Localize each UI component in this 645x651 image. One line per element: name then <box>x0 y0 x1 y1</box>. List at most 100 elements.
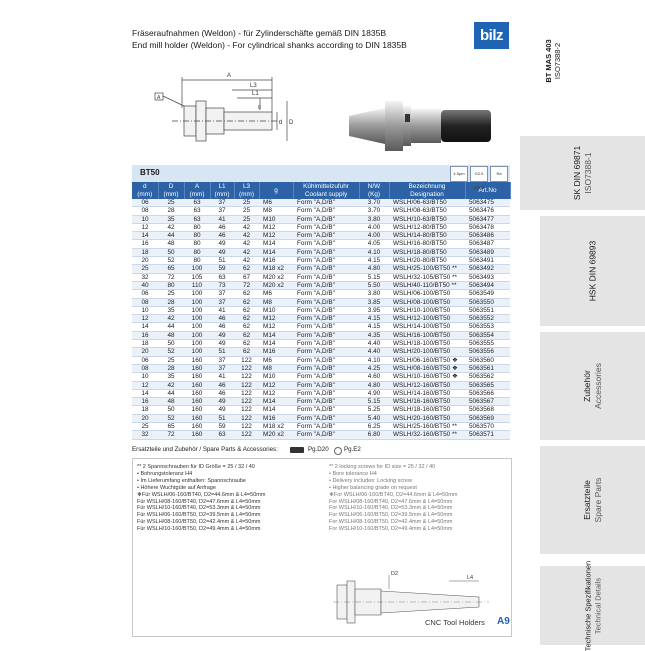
table-cell: M14 <box>259 397 293 407</box>
table-cell: WSLH/16-80/BT50 <box>389 239 465 249</box>
table-cell: 73 <box>210 281 234 291</box>
table-cell: 5063552 <box>465 314 510 324</box>
table-cell: 5063487 <box>465 239 510 249</box>
table-cell: 49 <box>210 248 234 258</box>
table-cell: Form "A,D/B" <box>293 206 359 216</box>
table-cell: 35 <box>158 215 184 224</box>
note-line: For WSLH/08-160/BT40, D2=47.6mm & L4=50m… <box>329 498 453 505</box>
table-cell: 122 <box>234 381 259 390</box>
table-cell: 72 <box>234 281 259 291</box>
table-cell: M10 <box>259 215 293 224</box>
table-cell: WSLH/12-100/BT50 <box>389 314 465 324</box>
table-cell: 5063551 <box>465 306 510 316</box>
table-cell: 5063492 <box>465 264 510 274</box>
table-cell: 72 <box>158 430 184 440</box>
table-cell: WSLH/06-160/BT50 ❖ <box>389 356 465 365</box>
tolerance-icon: 4.5µm <box>450 166 468 182</box>
table-cell: 6.25 <box>359 422 389 432</box>
table-cell: 5063566 <box>465 389 510 399</box>
note-line: • Bohrungstoleranz H4 <box>137 470 193 477</box>
table-cell: 42 <box>234 256 259 266</box>
note-line: ** 2 Spannschrauben für ID Größe = 25 / … <box>137 464 255 470</box>
table-cell: 20 <box>132 256 158 266</box>
table-cell: 4.40 <box>359 347 389 357</box>
table-cell: M10 <box>259 306 293 316</box>
standard-top-line1: BT MAS 403 <box>544 39 553 83</box>
table-cell: 62 <box>234 347 259 357</box>
table-cell: 35 <box>158 372 184 382</box>
side-tab-sk-line1: SK DIN 69871 <box>571 145 582 201</box>
table-cell: WSLH/40-110/BT50 ** <box>389 281 465 291</box>
accessory-link-1[interactable]: Pg.D20 <box>308 446 329 453</box>
table-cell: 5063489 <box>465 248 510 258</box>
table-cell: 5063477 <box>465 215 510 224</box>
table-cell: 20 <box>132 414 158 424</box>
table-cell: 63 <box>210 273 234 282</box>
table-cell: 5063486 <box>465 231 510 241</box>
table-cell: Form "A,D/B" <box>293 414 359 424</box>
table-cell: 14 <box>132 389 158 399</box>
table-cell: 62 <box>234 289 259 299</box>
note-line: For WSLH/10-160/BT50, D2=49.4mm & L4=50m… <box>329 526 453 533</box>
table-cell: 46 <box>210 322 234 332</box>
table-cell: 59 <box>210 264 234 274</box>
table-cell: WSLH/06-63/BT50 <box>389 199 465 208</box>
dim-label-L1: L1 <box>252 91 259 97</box>
table-cell: 25 <box>132 422 158 432</box>
accessory-link-2[interactable]: Pg.E2 <box>344 446 361 453</box>
table-cell: 160 <box>184 430 210 440</box>
table-cell: 4.00 <box>359 223 389 233</box>
dim-label-d: d <box>279 120 282 126</box>
table-cell: WSLH/20-100/BT50 <box>389 347 465 357</box>
table-cell: WSLH/18-160/BT50 <box>389 405 465 415</box>
table-cell: M10 <box>259 372 293 382</box>
table-cell: 4.05 <box>359 239 389 249</box>
table-cell: 28 <box>158 206 184 216</box>
table-cell: 08 <box>132 206 158 216</box>
table-cell: 65 <box>158 422 184 432</box>
table-cell: 10 <box>132 306 158 316</box>
note-line: ❖For WSLH/06-160/BT40, D2=44.6mm & L4=50… <box>329 491 458 498</box>
table-cell: 4.15 <box>359 322 389 332</box>
side-tab-acc-line2: Accessories <box>592 363 603 409</box>
table-cell: 42 <box>234 239 259 249</box>
table-cell: 65 <box>158 264 184 274</box>
table-cell: WSLH/10-100/BT50 <box>389 306 465 316</box>
col-d: d(mm) <box>132 182 159 199</box>
notes-box: ** 2 Spannschrauben für ID Größe = 25 / … <box>132 458 512 637</box>
table-cell: 49 <box>210 339 234 349</box>
table-cell: 16 <box>132 331 158 341</box>
table-cell: WSLH/32-160/BT50 ** <box>389 430 465 440</box>
table-cell: Form "A,D/B" <box>293 331 359 341</box>
col-L3: L3(mm) <box>234 182 260 199</box>
table-cell: 6.80 <box>359 430 389 440</box>
side-tab-hsk[interactable]: HSK DIN 69893 <box>540 216 645 326</box>
side-tab-spare-line2: Spare Parts <box>592 477 603 523</box>
table-cell: Form "A,D/B" <box>293 372 359 382</box>
table-cell: 160 <box>184 389 210 399</box>
table-cell: 5.25 <box>359 405 389 415</box>
table-cell: 62 <box>234 298 259 307</box>
table-cell: Form "A,D/B" <box>293 339 359 349</box>
table-cell: 52 <box>158 347 184 357</box>
table-cell: 105 <box>184 273 210 282</box>
note-line: For WSLH/06-160/BT50, D2=39.5mm & L4=50m… <box>329 512 453 519</box>
table-cell: WSLH/25-100/BT50 ** <box>389 264 465 274</box>
table-cell: 49 <box>210 239 234 249</box>
table-cell: 51 <box>210 347 234 357</box>
note-line: For WSLH/08-160/BT50, D2=42.4mm & L4=50m… <box>329 519 453 526</box>
table-cell: 5063549 <box>465 289 510 299</box>
table-cell: 37 <box>210 289 234 299</box>
table-cell: 5063555 <box>465 339 510 349</box>
dim-label-L3: L3 <box>250 83 257 89</box>
side-tab-spare-line1: Ersatzteile <box>581 480 592 520</box>
